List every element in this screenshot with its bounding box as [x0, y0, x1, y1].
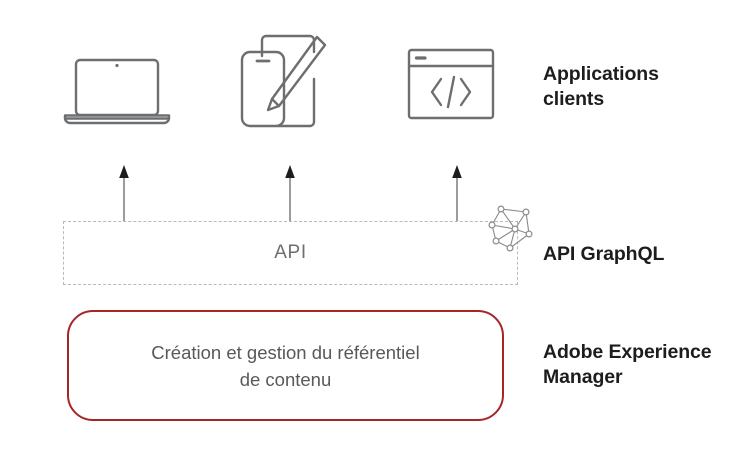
- label-api-graphql: API GraphQL: [543, 243, 665, 265]
- graph-network-icon: [482, 196, 538, 263]
- browser-code-icon: [406, 47, 496, 121]
- label-applications-clients: Applications clients: [543, 63, 659, 110]
- laptop-icon: [62, 52, 172, 132]
- api-layer-box: API: [63, 221, 518, 285]
- api-label: API: [274, 242, 307, 263]
- tablet-phone-stylus-icon: [232, 24, 348, 140]
- repository-label: Création et gestion du référentiel de co…: [151, 341, 420, 390]
- label-adobe-experience-manager: Adobe Experience Manager: [543, 341, 712, 388]
- repository-layer-box: Création et gestion du référentiel de co…: [67, 310, 504, 421]
